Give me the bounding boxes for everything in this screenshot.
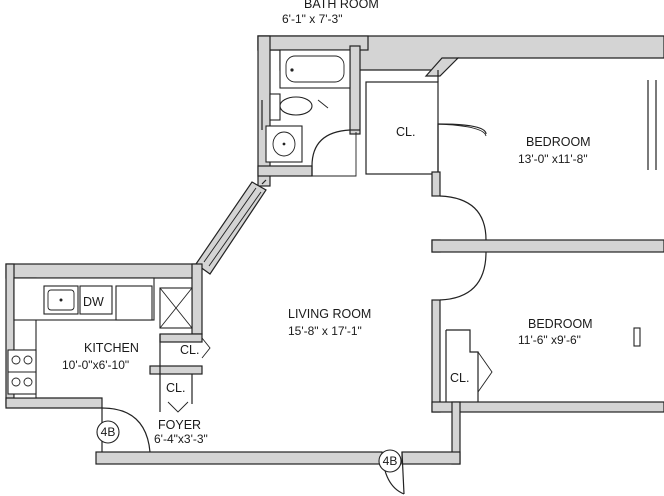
kitchen-fixtures [7,277,193,399]
foyer-dims: 6'-4"x3'-3" [154,432,208,446]
bedroom2-dims: 11'-6" x9'-6" [518,333,581,347]
unit-tag-front-entry: 4B [383,454,398,468]
bedroom2-outlet [633,327,641,347]
labels: BATH ROOM 6'-1" x 7'-3" BEDROOM 13'-0" x… [62,0,593,473]
kitchen-name: KITCHEN [84,341,139,355]
dishwasher-label: DW [83,295,104,309]
refrigerator [115,285,153,321]
living-room-name: LIVING ROOM [288,307,371,321]
bath-fixtures [261,49,351,163]
dishwasher [79,285,113,315]
interior-walls [95,45,664,465]
toilet-bowl [279,96,313,116]
foyer-closet-lower-label: CL. [166,381,185,395]
bedroom1-closet-label: CL. [396,125,415,139]
living-room-dims: 15'-8" x 17'-1" [288,324,362,338]
unit-tag-front-entry-circle [378,449,402,473]
unit-tag-kitchen-entry: 4B [101,425,116,439]
bedroom2-closet-label: CL. [450,371,469,385]
bath-room-dims: 6'-1" x 7'-3" [282,12,342,26]
foyer-name: FOYER [158,418,201,432]
toilet-tank [269,93,281,121]
bedroom1-dims: 13'-0" x11'-8" [518,152,588,166]
foyer-closet-upper-label: CL. [180,343,199,357]
unit-tag-kitchen-entry-circle [96,420,120,444]
bedroom2-name: BEDROOM [528,317,593,331]
kitchen-dims: 10'-0"x6'-10" [62,358,129,372]
bath-room-name: BATH ROOM [304,0,379,11]
bedroom1-name: BEDROOM [526,135,591,149]
